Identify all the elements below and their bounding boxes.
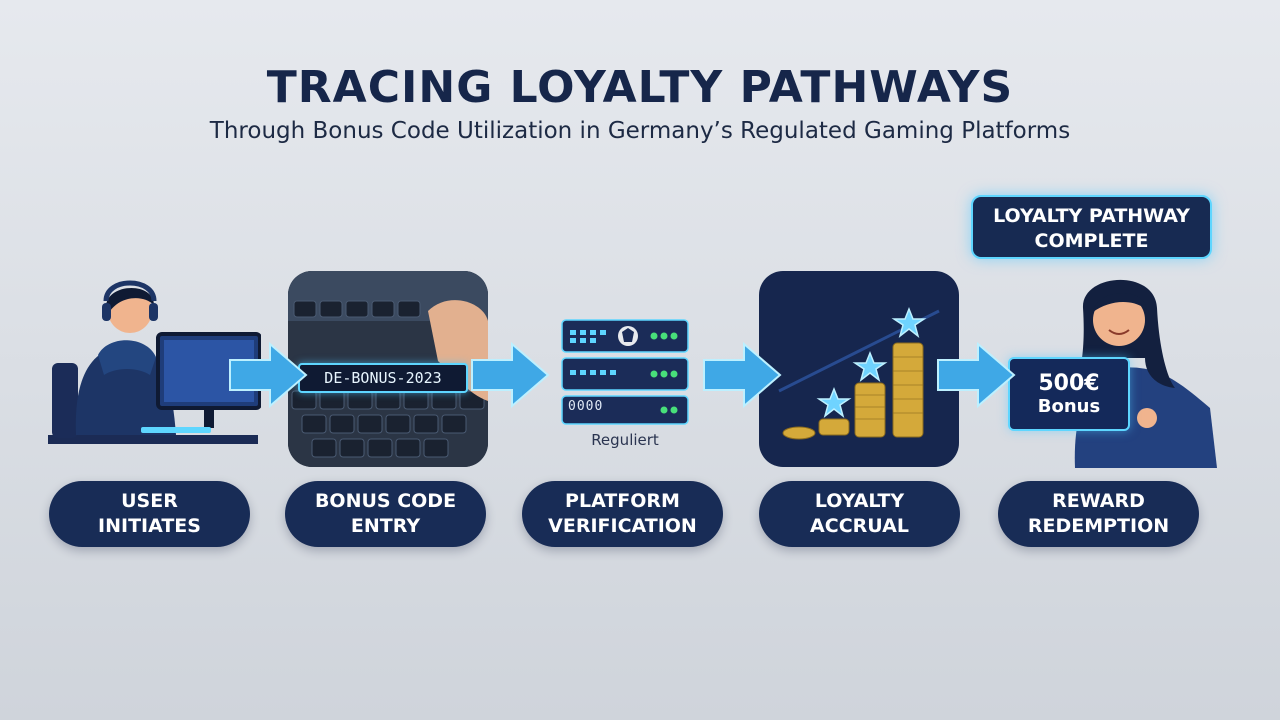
badge-line-1: LOYALTY PATHWAY [993,205,1190,227]
step-label-user-initiates: USER INITIATES [49,481,250,547]
user-at-computer-icon [46,275,261,450]
step-label-line-2: REDEMPTION [1027,515,1170,537]
regulated-caption: Reguliert [591,431,659,449]
step-label-loyalty-accrual: LOYALTY ACCRUAL [759,481,960,547]
loyalty-accrual-panel [759,271,959,467]
bonus-tablet: 500€ Bonus [1008,357,1130,431]
page-title: TRACING LOYALTY PATHWAYS [266,62,1014,113]
step-label-line-2: ENTRY [350,515,421,537]
bonus-code-field: DE-BONUS-2023 [298,363,468,393]
step-label-line-2: VERIFICATION [548,515,697,537]
completion-badge: LOYALTY PATHWAY COMPLETE [971,195,1212,259]
bonus-word: Bonus [1037,396,1101,417]
bonus-amount: 500€ [1038,371,1100,396]
arrow-icon-4 [936,340,1016,410]
arrow-icon-1 [228,340,308,410]
step-label-line-1: PLATFORM [565,490,680,512]
badge-line-2: COMPLETE [1034,230,1149,252]
step-label-line-1: BONUS CODE [314,490,457,512]
step-label-line-2: ACCRUAL [810,515,909,537]
step-label-platform-verification: PLATFORM VERIFICATION [522,481,723,547]
server-readout: 0000 [568,399,604,414]
step-label-line-2: INITIATES [98,515,201,537]
page-subtitle: Through Bonus Code Utilization in German… [209,118,1071,144]
arrow-icon-3 [702,340,782,410]
server-stack-icon [560,318,690,426]
step-label-reward-redemption: REWARD REDEMPTION [998,481,1199,547]
step-label-line-1: REWARD [1052,490,1145,512]
step-label-bonus-code-entry: BONUS CODE ENTRY [285,481,486,547]
step-label-line-1: USER [121,490,178,512]
arrow-icon-2 [470,340,550,410]
step-label-line-1: LOYALTY [814,490,905,512]
